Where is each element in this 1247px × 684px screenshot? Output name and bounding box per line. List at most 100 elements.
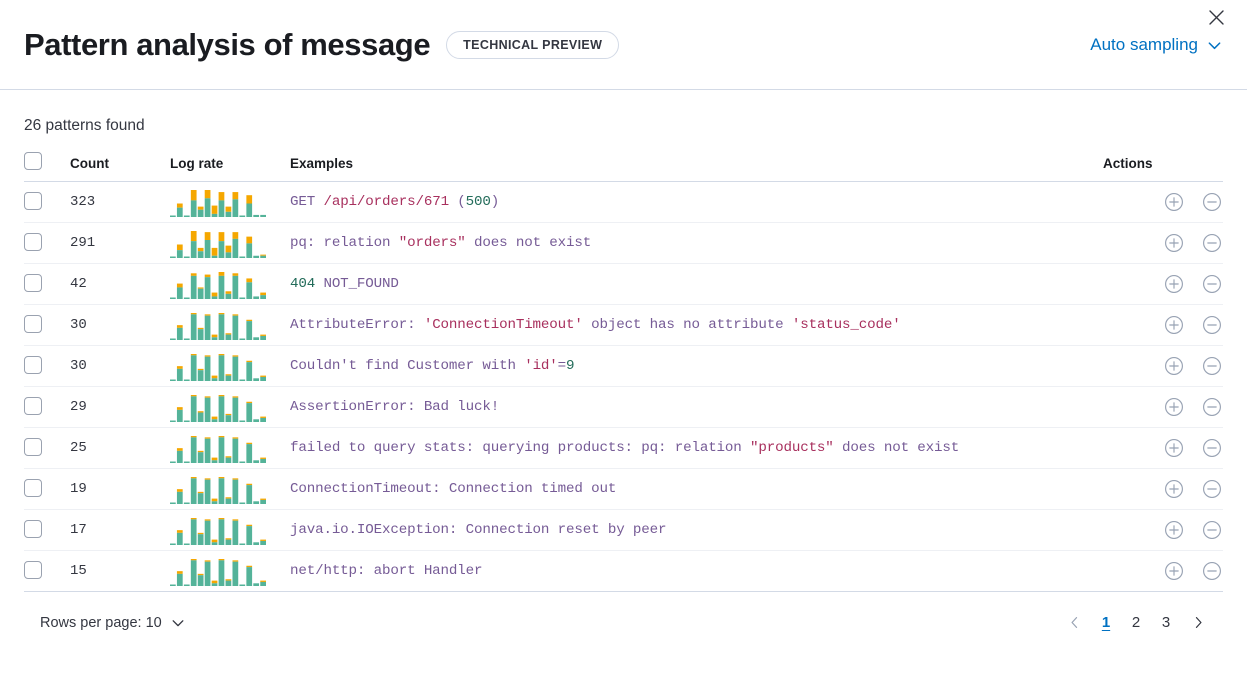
row-checkbox[interactable] [24,520,42,539]
row-count: 291 [70,222,170,264]
circle-plus-icon[interactable] [1163,560,1185,582]
circle-plus-icon[interactable] [1163,232,1185,254]
row-actions [1103,427,1223,469]
circle-minus-icon[interactable] [1201,478,1223,500]
circle-plus-icon[interactable] [1163,314,1185,336]
flyout-header: Pattern analysis of message TECHNICAL PR… [0,0,1247,90]
row-example: GET /api/orders/671 (500) [290,181,1103,223]
pagination-next[interactable] [1183,608,1213,638]
row-log-rate-sparkline [170,509,290,551]
row-select-cell [24,509,70,551]
table-row[interactable]: 291 pq: relation "orders" does not exist [24,222,1223,264]
example-token: Couldn't find Customer with [290,357,525,374]
circle-plus-icon[interactable] [1163,191,1185,213]
row-example: AttributeError: 'ConnectionTimeout' obje… [290,304,1103,346]
row-actions [1103,345,1223,387]
circle-minus-icon[interactable] [1201,437,1223,459]
row-checkbox[interactable] [24,315,42,334]
example-token: AssertionError: Bad luck! [290,398,500,415]
example-token: 'id' [524,357,558,374]
select-all-header [24,151,70,182]
row-select-cell [24,386,70,428]
circle-minus-icon[interactable] [1201,519,1223,541]
row-example: java.io.IOException: Connection reset by… [290,509,1103,551]
example-token: object has no attribute [582,316,792,333]
example-token: ) [490,193,500,210]
column-header-log-rate: Log rate [170,151,290,182]
row-example: pq: relation "orders" does not exist [290,222,1103,264]
circle-minus-icon[interactable] [1201,232,1223,254]
example-token: = [557,357,567,374]
example-token: net/http: abort Handler [290,562,483,579]
circle-plus-icon[interactable] [1163,396,1185,418]
row-log-rate-sparkline [170,181,290,223]
circle-minus-icon[interactable] [1201,191,1223,213]
example-token: 404 [290,275,316,292]
patterns-found-count: 26 patterns found [24,117,145,134]
status-badge: TECHNICAL PREVIEW [446,30,620,59]
row-actions [1103,263,1223,305]
example-token: "orders" [398,234,466,251]
row-actions [1103,181,1223,223]
chevron-down-icon [1207,38,1221,52]
row-select-cell [24,181,70,223]
row-actions [1103,509,1223,551]
row-example: 404 NOT_FOUND [290,263,1103,305]
row-checkbox[interactable] [24,438,42,457]
row-count: 19 [70,468,170,510]
pagination-previous[interactable] [1059,608,1089,638]
row-checkbox[interactable] [24,397,42,416]
pagination-page-3[interactable]: 3 [1153,609,1179,637]
pagination-page-2[interactable]: 2 [1123,609,1149,637]
circle-plus-icon[interactable] [1163,273,1185,295]
select-all-checkbox[interactable] [24,151,42,170]
circle-plus-icon[interactable] [1163,355,1185,377]
row-checkbox[interactable] [24,561,42,580]
circle-minus-icon[interactable] [1201,560,1223,582]
close-icon[interactable] [1203,4,1229,30]
row-select-cell [24,468,70,510]
row-checkbox[interactable] [24,233,42,252]
circle-minus-icon[interactable] [1201,273,1223,295]
example-token: does not exist [465,234,592,251]
circle-minus-icon[interactable] [1201,314,1223,336]
row-select-cell [24,222,70,264]
row-actions [1103,222,1223,264]
row-checkbox[interactable] [24,192,42,211]
circle-plus-icon[interactable] [1163,437,1185,459]
column-header-count: Count [70,151,170,182]
row-select-cell [24,427,70,469]
row-checkbox[interactable] [24,356,42,375]
pagination-page-1[interactable]: 1 [1093,609,1119,637]
auto-sampling-dropdown[interactable]: Auto sampling [1088,31,1223,59]
circle-minus-icon[interactable] [1201,355,1223,377]
example-token: /api/orders/671 [323,193,449,210]
row-example: AssertionError: Bad luck! [290,386,1103,428]
table-row[interactable]: 29 AssertionError: Bad luck! [24,386,1223,428]
row-checkbox[interactable] [24,274,42,293]
rows-per-page-selector[interactable]: Rows per page: 10 [36,611,189,635]
row-count: 15 [70,550,170,592]
row-count: 29 [70,386,170,428]
circle-plus-icon[interactable] [1163,519,1185,541]
row-count: 30 [70,304,170,346]
column-header-actions: Actions [1103,151,1223,182]
row-select-cell [24,263,70,305]
circle-minus-icon[interactable] [1201,396,1223,418]
row-checkbox[interactable] [24,479,42,498]
table-row[interactable]: 30 AttributeError: 'ConnectionTimeout' ob… [24,304,1223,346]
row-log-rate-sparkline [170,222,290,264]
circle-plus-icon[interactable] [1163,478,1185,500]
example-token: 'status_code' [791,316,901,333]
table-row[interactable]: 15 net/http: abort Handler [24,550,1223,592]
rows-per-page-label: Rows per page: 10 [40,614,162,631]
